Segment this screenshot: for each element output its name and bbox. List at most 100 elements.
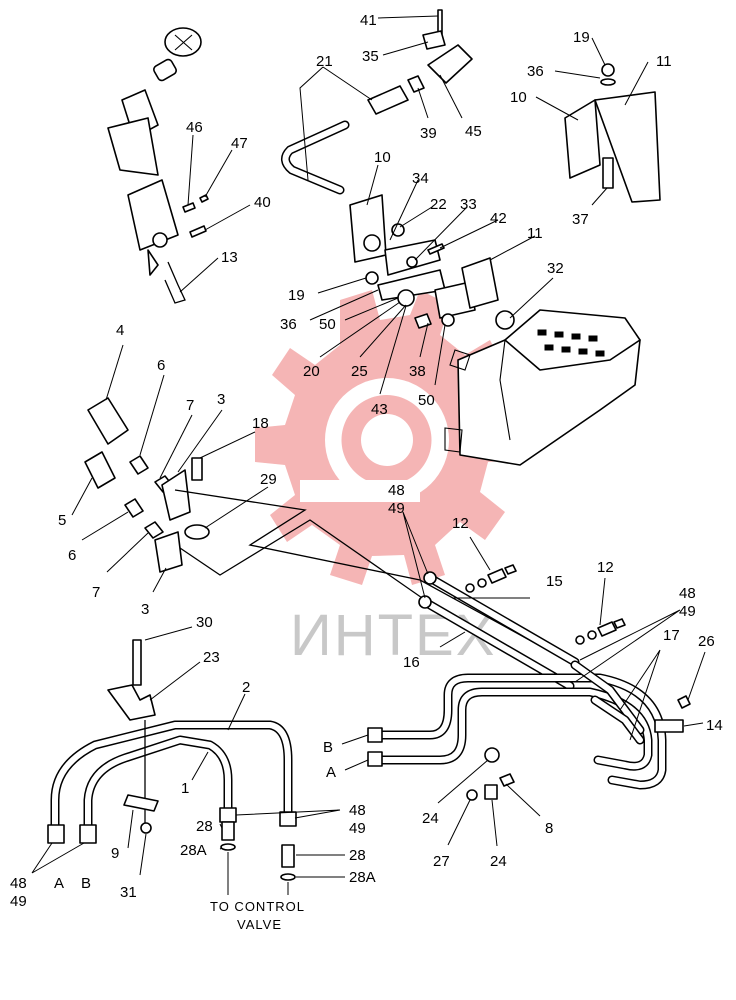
- callout-48-right: 48: [679, 585, 696, 602]
- callout-30: 30: [196, 614, 213, 631]
- callout-43: 43: [371, 401, 388, 418]
- callout-11-top: 11: [656, 53, 672, 70]
- callout-38: 38: [409, 363, 426, 380]
- lever-spring: [153, 58, 177, 82]
- bracket-10-mid: [349, 194, 387, 263]
- part-47-clip: [199, 194, 209, 203]
- callout-16: 16: [403, 654, 420, 671]
- watermark: ИНТЕХ: [255, 290, 520, 668]
- callout-40: 40: [254, 194, 271, 211]
- bracket-11: [594, 91, 661, 203]
- part-7-union-lower: [144, 521, 164, 539]
- part-23-bracket: [107, 684, 156, 721]
- part-8-bolt: [499, 773, 515, 787]
- callout-labels: 41 35 21 39 45 19 36 11 10 37 46 47 40 1…: [10, 12, 723, 910]
- part-25-bushing: [397, 289, 415, 307]
- part-33-pin: [406, 256, 418, 268]
- callout-11-mid: 11: [527, 225, 543, 242]
- callout-12-upper: 12: [452, 515, 469, 532]
- part-4-fitting: [87, 397, 129, 445]
- part-26-bolt: [677, 695, 691, 709]
- left-fittings: [84, 397, 210, 573]
- note-line-1: TO CONTROL: [210, 899, 305, 914]
- callout-45: 45: [465, 123, 482, 140]
- callout-13: 13: [221, 249, 238, 266]
- bracket-assembly-right: [564, 63, 661, 203]
- callout-28-right: 28: [349, 847, 366, 864]
- callout-12-lower: 12: [597, 559, 614, 576]
- fitting-48-49-left: [219, 807, 237, 823]
- lever-bracket: [127, 179, 179, 251]
- fitting-48-49-right: [279, 811, 297, 827]
- part-5-fitting: [84, 451, 116, 489]
- callout-9: 9: [111, 845, 119, 862]
- part-35-clevis-pin: [422, 30, 446, 50]
- part-40-spring: [189, 225, 207, 238]
- callout-26: 26: [698, 633, 715, 650]
- callout-47: 47: [231, 135, 248, 152]
- callout-2: 2: [242, 679, 250, 696]
- clamp-12-lower: [575, 618, 626, 645]
- callout-39: 39: [420, 125, 437, 142]
- bracket-10: [564, 99, 601, 179]
- callout-3-lower: 3: [141, 601, 149, 618]
- callout-24-lower: 24: [490, 853, 507, 870]
- callout-24-upper: 24: [422, 810, 439, 827]
- part-45-yoke: [427, 44, 473, 84]
- callout-37: 37: [572, 211, 589, 228]
- pivot-assembly: [349, 194, 515, 330]
- callout-B-right: B: [323, 739, 333, 756]
- part-32-bushing: [495, 310, 515, 330]
- callout-36-mid: 36: [280, 316, 297, 333]
- callout-49-lower: 49: [349, 820, 366, 837]
- callout-28-left: 28: [196, 818, 213, 835]
- callout-23: 23: [203, 649, 220, 666]
- callout-49-right: 49: [679, 603, 696, 620]
- part-46-pin: [182, 202, 196, 213]
- housing-slots: [537, 329, 605, 357]
- part-31-nut: [140, 822, 152, 834]
- callout-A-right: A: [326, 764, 336, 781]
- callout-49-upper: 49: [388, 500, 405, 517]
- callout-7-upper: 7: [186, 397, 194, 414]
- callout-46: 46: [186, 119, 203, 136]
- callout-21: 21: [316, 53, 333, 70]
- part-39-nut: [407, 75, 425, 93]
- callout-10-top: 10: [510, 89, 527, 106]
- callout-8: 8: [545, 820, 553, 837]
- port-B-fitting: [367, 727, 383, 743]
- lever-arm: [107, 117, 159, 176]
- part-14-fitting: [654, 719, 684, 733]
- clamp-12-upper: [465, 564, 517, 593]
- part-28-adapter-right: [281, 844, 295, 868]
- callout-36-top: 36: [527, 63, 544, 80]
- part-9-plate: [123, 794, 159, 812]
- part-6-nut-lower: [124, 498, 144, 518]
- callout-17: 17: [663, 627, 680, 644]
- bracket-11-mid: [461, 257, 499, 309]
- callout-50-left: 50: [319, 316, 336, 333]
- callout-20: 20: [303, 363, 320, 380]
- part-30-bolt: [132, 639, 142, 686]
- callout-31: 31: [120, 884, 137, 901]
- part-28A-oring-left: [220, 843, 236, 851]
- hydraulic-lines-1-2: [47, 639, 297, 881]
- callout-1: 1: [181, 780, 189, 797]
- callout-19-top: 19: [573, 29, 590, 46]
- callout-A-left: A: [54, 875, 64, 892]
- part-24-clamp-lower: [484, 784, 498, 800]
- part-50-nut: [441, 313, 455, 327]
- callout-41: 41: [360, 12, 377, 29]
- callout-48-left: 48: [10, 875, 27, 892]
- callout-32: 32: [547, 260, 564, 277]
- callout-6-lower: 6: [68, 547, 76, 564]
- callout-14: 14: [706, 717, 723, 734]
- control-housing: [444, 309, 641, 466]
- part-18-bolt: [191, 457, 203, 481]
- part-48-49-fitting-a: [423, 571, 437, 585]
- callout-7-lower: 7: [92, 584, 100, 601]
- part-6-nut-upper: [129, 455, 149, 475]
- callout-48-upper: 48: [388, 482, 405, 499]
- part-36-washer: [600, 78, 616, 86]
